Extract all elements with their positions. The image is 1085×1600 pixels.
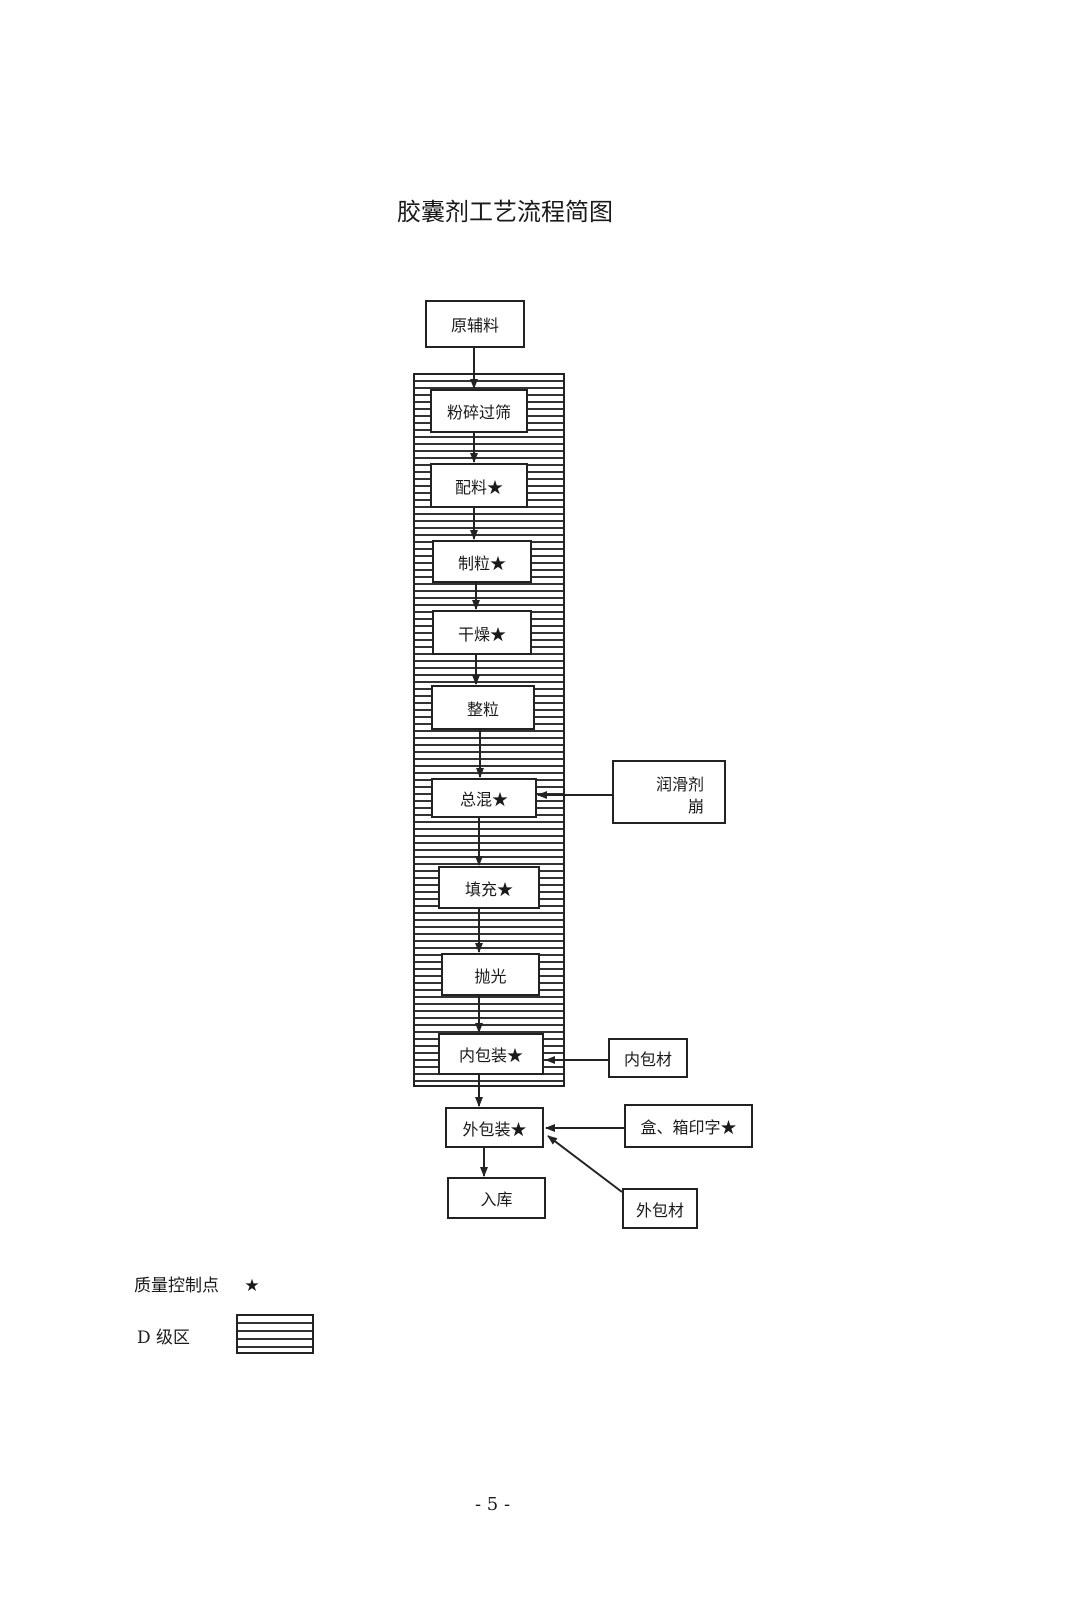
- input-outer-packaging-material: 外包材: [622, 1188, 698, 1229]
- input-box-carton-printing: 盒、箱印字★: [624, 1104, 753, 1148]
- input-lubricant: 润滑剂 崩: [612, 760, 726, 824]
- star-icon: ★: [244, 1276, 260, 1296]
- step-outer-packaging: 外包装★: [445, 1107, 544, 1148]
- legend-d-grade-swatch: [236, 1314, 314, 1354]
- input-inner-packaging-material: 内包材: [608, 1038, 688, 1078]
- step-polishing: 抛光: [441, 953, 540, 996]
- step-inner-packaging: 内包装★: [438, 1033, 544, 1075]
- lubricant-label-line1: 润滑剂: [656, 775, 705, 794]
- step-raw-materials: 原辅料: [425, 300, 525, 348]
- step-sizing: 整粒: [431, 685, 535, 730]
- step-granulation: 制粒★: [432, 540, 532, 583]
- step-drying: 干燥★: [432, 610, 532, 655]
- legend-quality-control-label: 质量控制点: [134, 1276, 219, 1296]
- step-final-mixing: 总混★: [431, 778, 537, 818]
- lubricant-label: 润滑剂 崩: [656, 774, 704, 818]
- page-number: - 5 -: [474, 1494, 511, 1515]
- step-filling: 填充★: [438, 866, 540, 909]
- arrow-outer-material-to-outer: [547, 1135, 623, 1193]
- legend-quality-control: 质量控制点 ★: [134, 1271, 260, 1296]
- lubricant-label-line2: 崩: [687, 797, 704, 816]
- legend-d-grade-label: D 级区: [137, 1328, 191, 1348]
- step-warehousing: 入库: [447, 1177, 546, 1219]
- step-crush-sieve: 粉碎过筛: [430, 389, 528, 433]
- step-batching: 配料★: [430, 463, 528, 508]
- diagram-title: 胶囊剂工艺流程简图: [397, 198, 613, 226]
